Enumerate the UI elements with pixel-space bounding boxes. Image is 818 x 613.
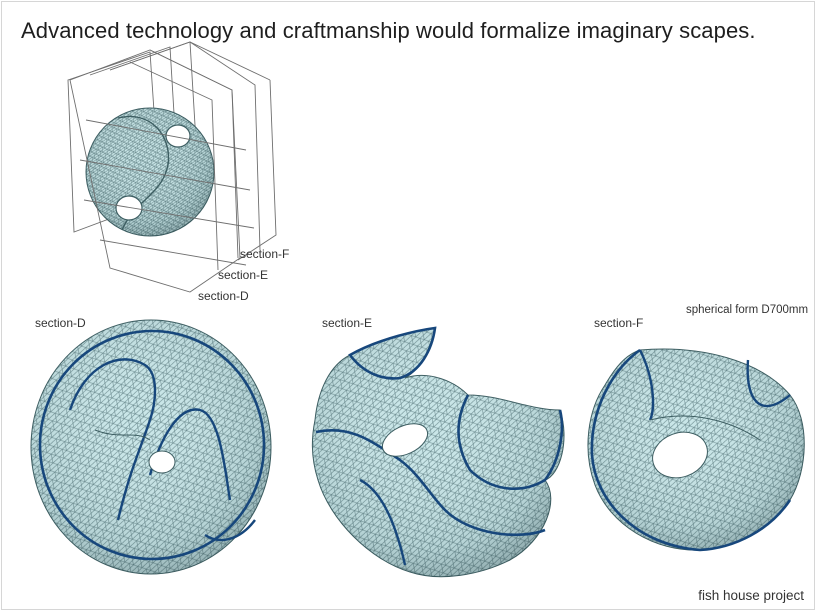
headline: Advanced technology and craftmanship wou… <box>21 18 756 43</box>
section-d-cut-edge <box>38 329 266 561</box>
sphere-hole-bottom <box>115 195 143 221</box>
overview-sphere <box>67 41 277 293</box>
section-planes <box>69 41 277 293</box>
dimension-note: spherical form D700mm <box>686 304 809 316</box>
section-d-label: section-D <box>35 316 86 330</box>
section-e-cut-top <box>348 326 437 380</box>
section-f-model <box>587 348 805 552</box>
section-e-model <box>311 326 565 578</box>
section-f-hole <box>652 431 708 479</box>
overview-label-section-f: section-F <box>240 247 290 261</box>
section-f-cut-edge <box>590 348 792 552</box>
section-d-hole <box>148 450 176 474</box>
section-d-model <box>30 319 272 575</box>
section-f-label: section-F <box>594 316 644 330</box>
section-e-hole <box>381 423 429 457</box>
footer-project-name: fish house project <box>698 588 804 603</box>
overview-label-section-e: section-E <box>218 268 269 282</box>
section-e-label: section-E <box>322 316 373 330</box>
overview-label-section-d: section-D <box>198 289 249 303</box>
sphere-hole-top <box>165 124 191 148</box>
